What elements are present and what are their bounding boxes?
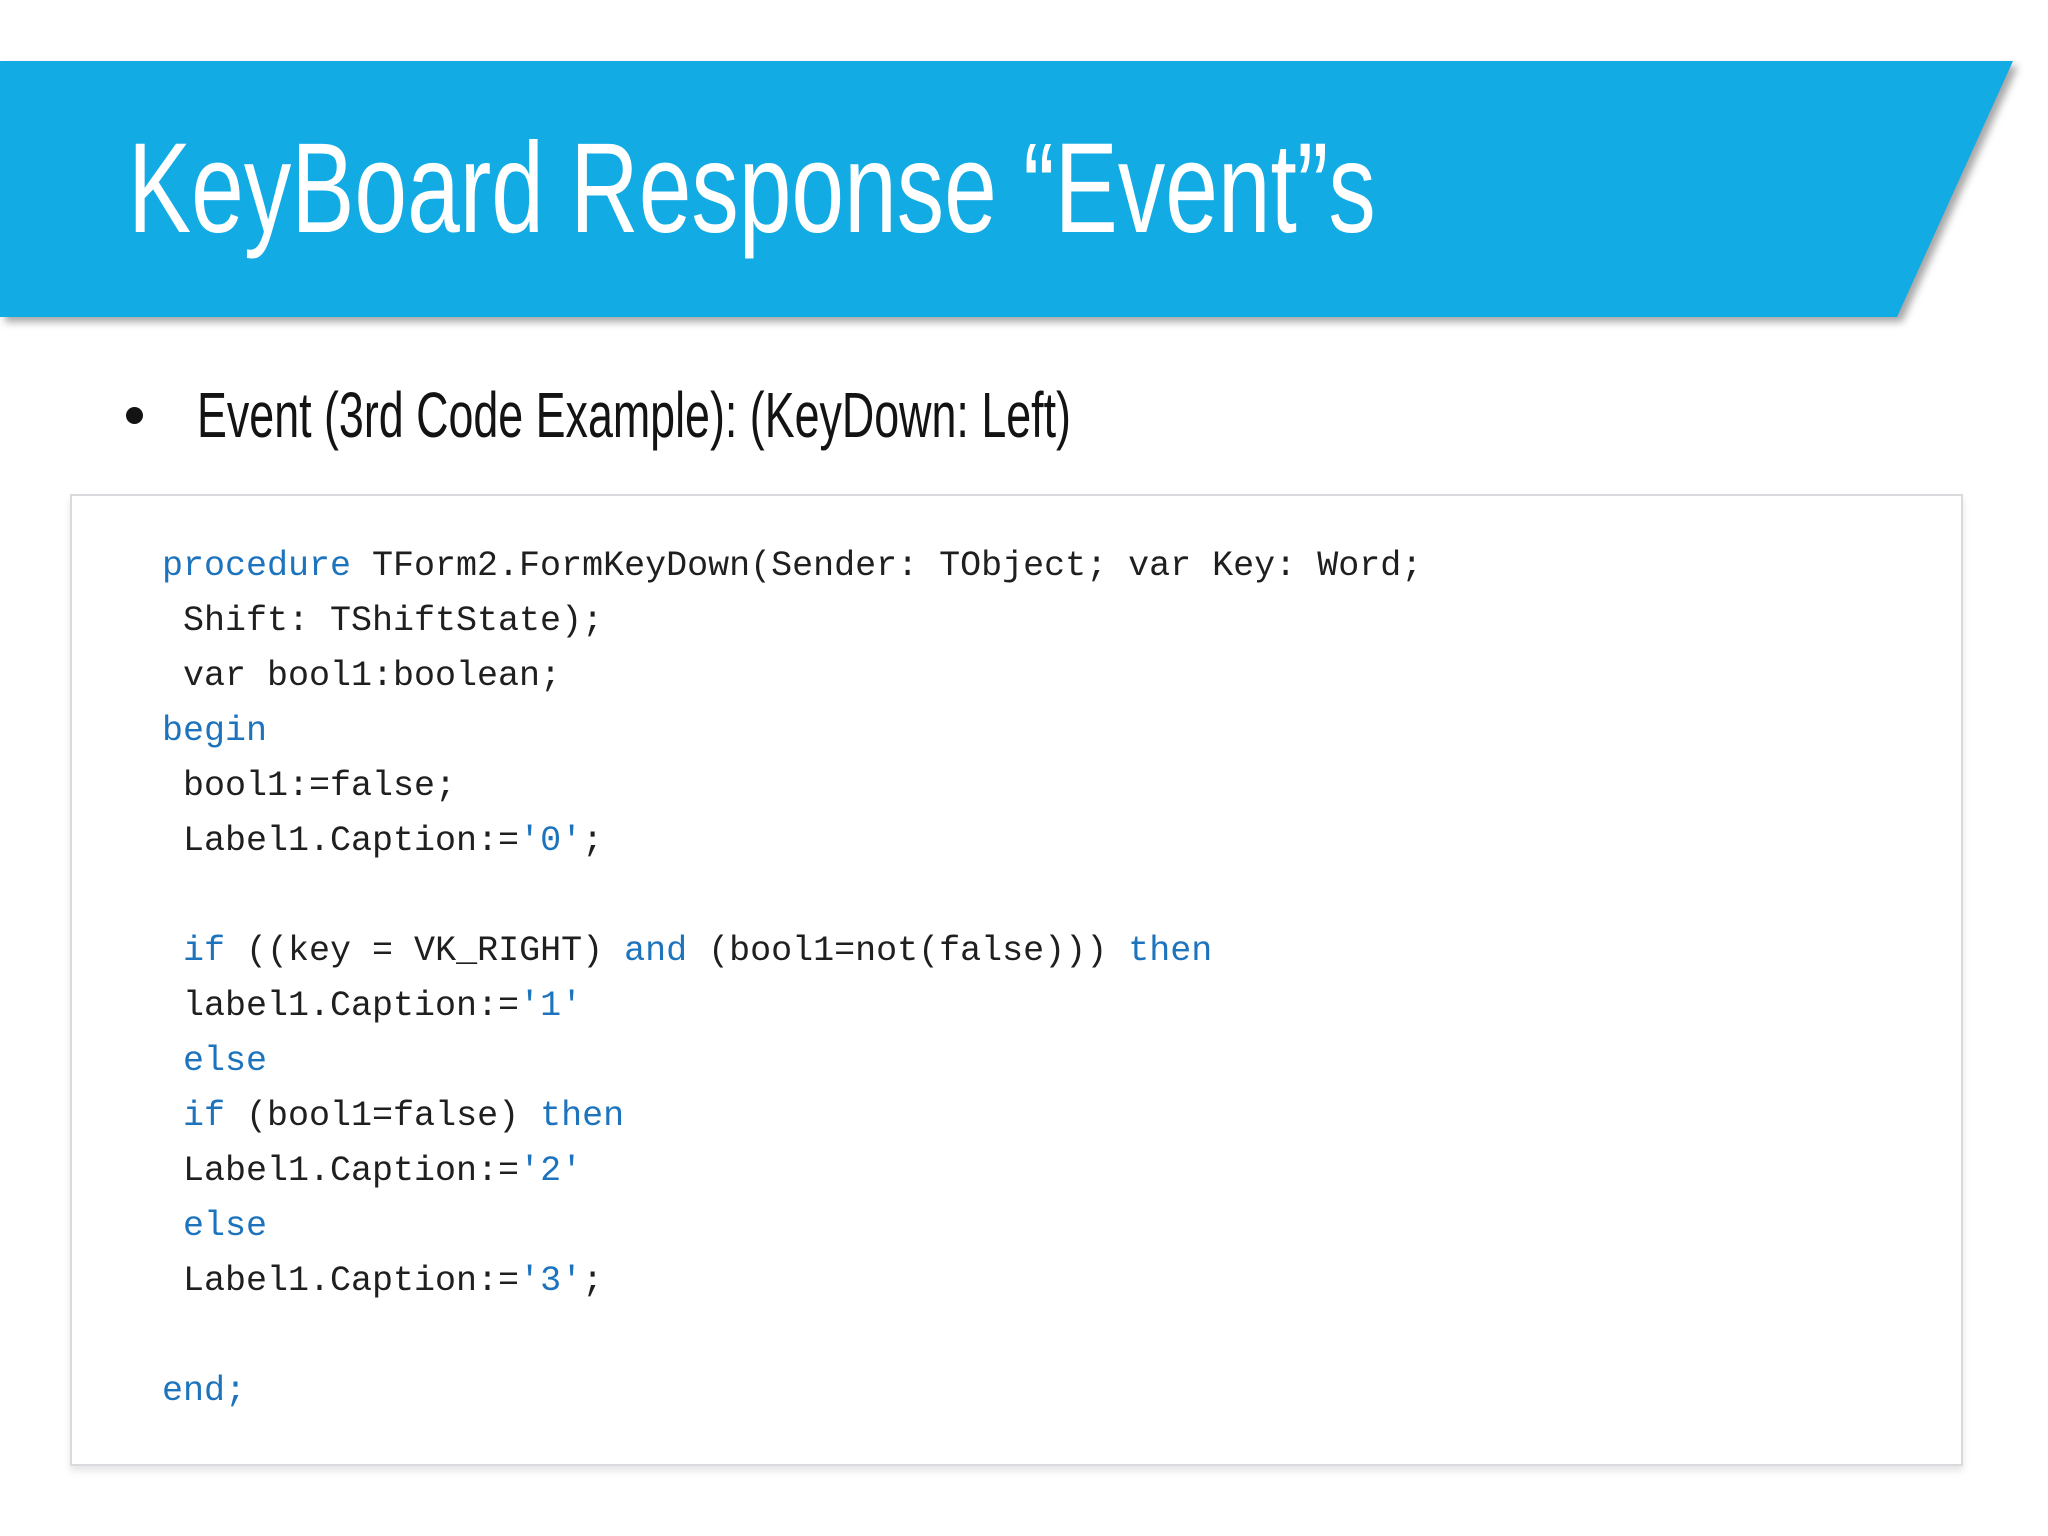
code-line: procedure TForm2.FormKeyDown(Sender: TOb… (162, 539, 1931, 594)
code-text: Shift: TShiftState); (162, 601, 604, 641)
code-line (162, 1309, 1931, 1364)
banner-shadow: KeyBoard Response “Event”s (0, 0, 2048, 400)
code-text: (bool1=not(false))) (687, 931, 1129, 971)
code-line (162, 869, 1931, 924)
code-text (162, 1096, 183, 1136)
code-kw: then (540, 1096, 625, 1136)
code-line: begin (162, 704, 1931, 759)
slide-title: KeyBoard Response “Event”s (128, 117, 1376, 260)
code-kw: procedure (162, 546, 352, 586)
title-banner: KeyBoard Response “Event”s (0, 61, 2013, 317)
code-line: Shift: TShiftState); (162, 594, 1931, 649)
code-kw: and (624, 931, 688, 971)
bullet-icon (126, 406, 143, 424)
code-text: var bool1:boolean; (162, 656, 562, 696)
code-line: if (bool1=false) then (162, 1089, 1931, 1144)
code-text: (bool1=false) (225, 1096, 541, 1136)
code-kw: then (1128, 931, 1213, 971)
code-kw: begin (162, 711, 268, 751)
code-text: bool1:=false; (162, 766, 457, 806)
code-text: TForm2.FormKeyDown(Sender: TObject; var … (351, 546, 1423, 586)
code-text: Label1.Caption:= (162, 1151, 520, 1191)
code-text: label1.Caption:= (162, 986, 520, 1026)
code-line: else (162, 1199, 1931, 1254)
code-text: Label1.Caption:= (162, 821, 520, 861)
code-text: ; (582, 1261, 604, 1301)
code-kw: else (183, 1041, 268, 1081)
code-text: ((key = VK_RIGHT) (225, 931, 625, 971)
code-line: if ((key = VK_RIGHT) and (bool1=not(fals… (162, 924, 1931, 979)
code-line: bool1:=false; (162, 759, 1931, 814)
code-str: '3' (519, 1261, 583, 1301)
code-kw: else (183, 1206, 268, 1246)
code-str: '2' (519, 1151, 583, 1191)
code-block: procedure TForm2.FormKeyDown(Sender: TOb… (70, 494, 1963, 1466)
code-kw: if (183, 1096, 226, 1136)
code-kw: end; (162, 1371, 247, 1411)
code-kw: if (183, 931, 226, 971)
code-line: Label1.Caption:='3'; (162, 1254, 1931, 1309)
code-line: else (162, 1034, 1931, 1089)
code-str: '0' (519, 821, 583, 861)
code-text (162, 1206, 183, 1246)
code-str: '1' (519, 986, 583, 1026)
code-line: end; (162, 1364, 1931, 1419)
code-text: ; (582, 821, 604, 861)
code-text (162, 1041, 183, 1081)
bullet-item: Event (3rd Code Example): (KeyDown: Left… (126, 380, 1446, 450)
bullet-text: Event (3rd Code Example): (KeyDown: Left… (197, 379, 1071, 451)
code-line: Label1.Caption:='0'; (162, 814, 1931, 869)
code-text (162, 931, 183, 971)
code-text: Label1.Caption:= (162, 1261, 520, 1301)
code-line: var bool1:boolean; (162, 649, 1931, 704)
code-line: label1.Caption:='1' (162, 979, 1931, 1034)
code-line: Label1.Caption:='2' (162, 1144, 1931, 1199)
